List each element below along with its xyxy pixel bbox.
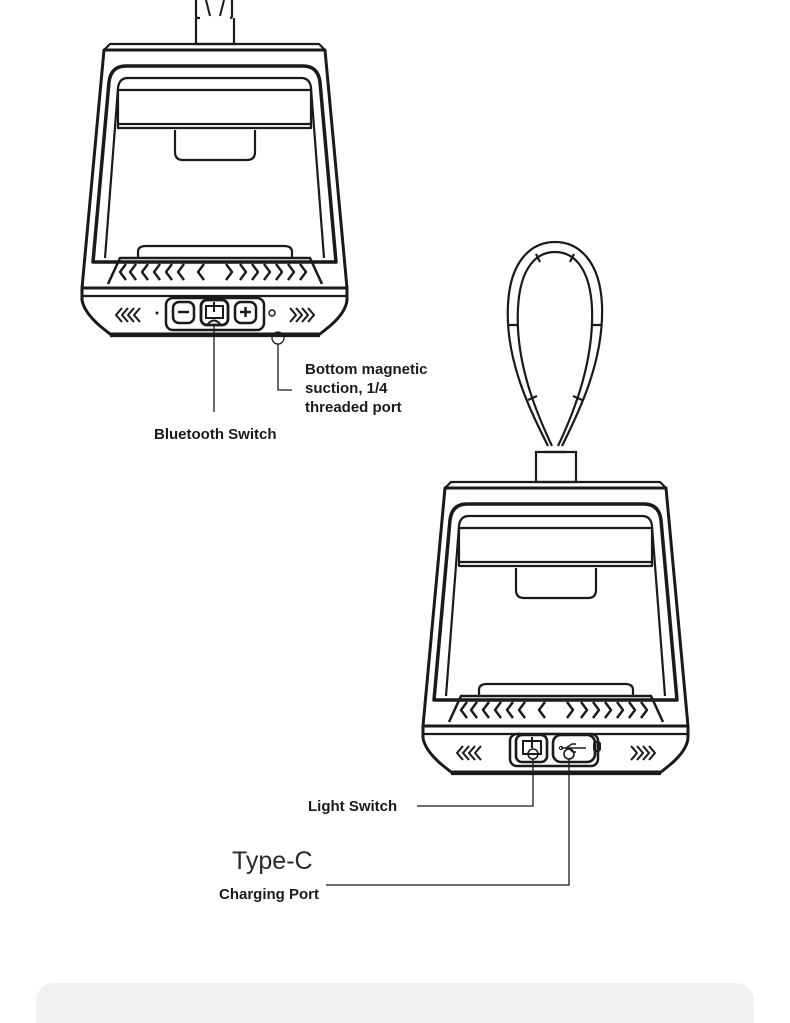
- minus-button-icon: [171, 300, 196, 325]
- charging-port-label: Charging Port: [219, 886, 319, 903]
- bottom-port-label: Bottom magnetic suction, 1/4 threaded po…: [305, 360, 428, 417]
- bottom-port-label-line: suction, 1/4: [305, 380, 388, 397]
- power-button-icon: [199, 298, 230, 327]
- lantern-light-view: [326, 240, 690, 886]
- usb-c-port-icon: [551, 733, 597, 764]
- bluetooth-switch-label: Bluetooth Switch: [154, 426, 277, 443]
- lantern-bluetooth-view: [80, 0, 349, 412]
- bottom-port-label-line: Bottom magnetic: [305, 361, 428, 378]
- product-diagram: [80, 0, 690, 886]
- light-button-panel: [508, 732, 601, 768]
- button-panel: [155, 296, 285, 345]
- bottom-port-label-line: threaded port: [305, 399, 402, 416]
- light-power-button-icon: [514, 733, 549, 764]
- footer-panel: [36, 983, 754, 1023]
- hanging-loop: [506, 240, 604, 484]
- light-switch-label: Light Switch: [308, 798, 398, 815]
- type-c-label: Type-C: [232, 847, 313, 875]
- plus-button-icon: [233, 300, 258, 325]
